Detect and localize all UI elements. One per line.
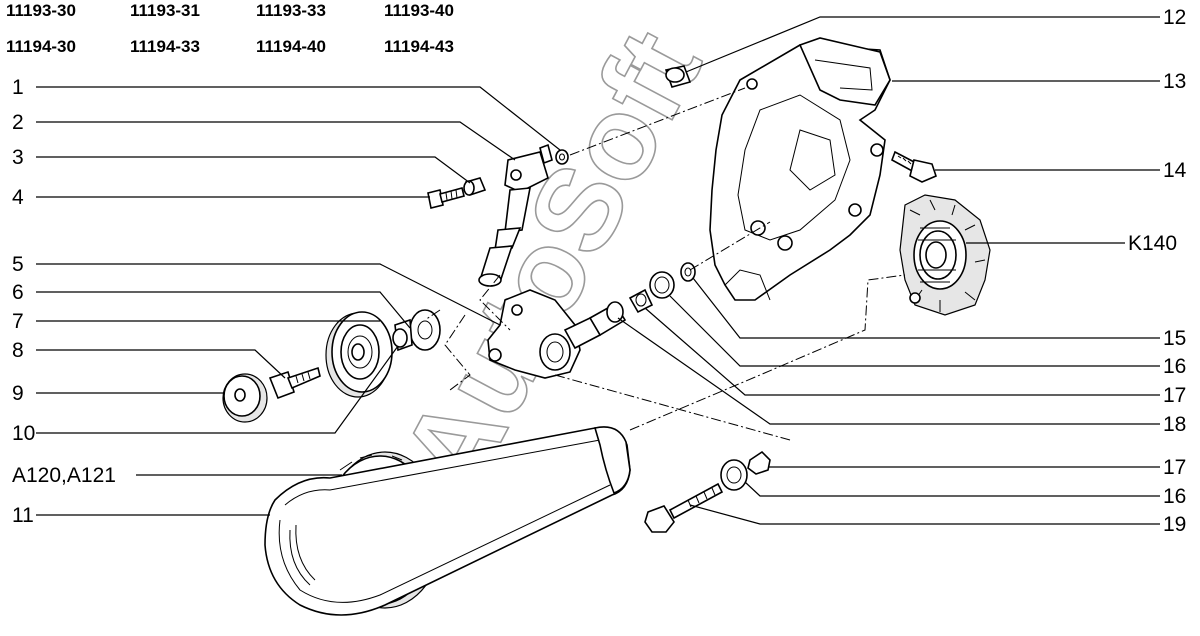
callout-9: 9	[12, 382, 24, 405]
callout-16-lower: 16	[1163, 485, 1186, 508]
callout-3: 3	[12, 146, 24, 169]
callout-17: 17	[1163, 384, 1186, 407]
callout-15: 15	[1163, 327, 1186, 350]
callout-8: 8	[12, 339, 24, 362]
bolt-8	[268, 366, 321, 400]
model-number: 11194-43	[384, 37, 454, 56]
callout-2: 2	[12, 111, 24, 134]
bracket-13	[709, 37, 891, 301]
bolt-4	[427, 187, 465, 209]
model-number: 11193-40	[384, 1, 454, 20]
callout-14: 14	[1163, 159, 1187, 182]
model-number: 11193-33	[256, 1, 326, 20]
callout-13: 13	[1163, 70, 1186, 93]
cap-9	[222, 373, 268, 423]
model-numbers: 11193-30 11193-31 11193-33 11193-40 1119…	[6, 1, 454, 56]
callout-6: 6	[12, 281, 24, 304]
leader-lines	[36, 16, 1160, 525]
washer-15	[680, 262, 696, 282]
callout-5: 5	[12, 253, 24, 276]
callout-12: 12	[1163, 6, 1186, 29]
damper-strut-2	[478, 143, 553, 287]
spacer-17-lower	[747, 450, 771, 475]
bushing-16-upper	[649, 271, 675, 299]
bolt-19	[644, 482, 724, 533]
sleeve-3	[463, 177, 487, 197]
callout-a120-a121: A120,A121	[12, 464, 116, 487]
bushing-18	[588, 301, 627, 337]
callout-1: 1	[12, 76, 24, 99]
pulley-washer-6	[409, 309, 441, 351]
model-number: 11194-40	[256, 37, 326, 56]
bushing-16-lower	[720, 459, 748, 491]
callout-labels: 1 2 3 4 5 6 7 8 9 10 A120,A121 11 12 13 …	[12, 6, 1187, 536]
callout-16: 16	[1163, 355, 1186, 378]
model-number: 11194-33	[130, 37, 200, 56]
spacer-17-upper	[628, 288, 654, 314]
assembly-lines	[424, 87, 906, 441]
model-number: 11193-31	[130, 1, 200, 20]
pulley-bushing-10	[392, 318, 413, 352]
callout-11: 11	[12, 504, 34, 527]
sleeve-12	[664, 65, 692, 88]
callout-10: 10	[12, 422, 35, 445]
alternator-k140	[899, 194, 991, 316]
callout-k140: K140	[1128, 232, 1177, 255]
bushing-1	[555, 149, 569, 165]
callout-18: 18	[1163, 413, 1186, 436]
idler-pulley-7	[325, 311, 393, 398]
callout-7: 7	[12, 310, 24, 333]
tensioner-arm-5	[487, 289, 602, 379]
callout-4: 4	[12, 186, 24, 209]
callout-17-lower: 17	[1163, 456, 1186, 479]
drive-belt-11	[264, 426, 631, 616]
model-number: 11193-30	[6, 1, 76, 20]
callout-19: 19	[1163, 513, 1186, 536]
model-number: 11194-30	[6, 37, 76, 56]
bolt-14	[891, 150, 937, 183]
